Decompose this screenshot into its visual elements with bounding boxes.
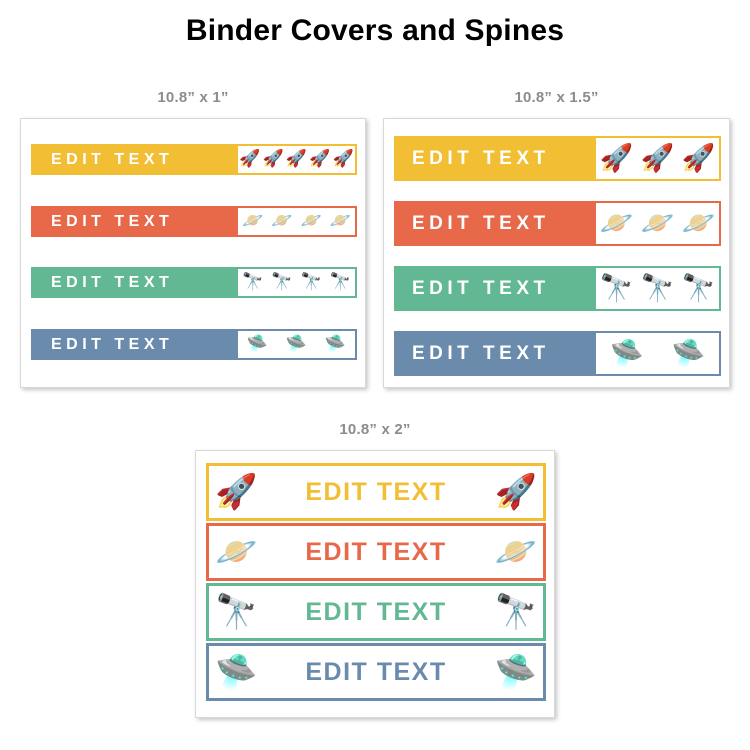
planet-icon: 🪐 (215, 532, 258, 572)
spine-text[interactable]: EDIT TEXT (305, 657, 447, 686)
size-label-1-5in: 10.8” x 1.5” (514, 89, 599, 106)
telescope-icon: 🔭 (329, 272, 351, 292)
size-label-1in: 10.8” x 1” (157, 89, 229, 106)
ufo-icon: 🛸 (494, 652, 537, 692)
ufo-icon: 🛸 (246, 334, 269, 354)
telescope-icon: 🔭 (599, 273, 634, 304)
planet-icon: 🪐 (640, 208, 675, 239)
rocket-icon: 🚀 (681, 143, 716, 174)
spine-text[interactable]: EDIT TEXT (396, 138, 596, 179)
planet-icon: 🪐 (494, 532, 537, 572)
spine-icon-strip: 🔭 🔭 🔭 🔭 (238, 269, 355, 296)
spine-text[interactable]: EDIT TEXT (33, 208, 238, 235)
telescope-icon: 🔭 (681, 273, 716, 304)
spine-row[interactable]: 🔭 EDIT TEXT 🔭 (206, 583, 546, 641)
binder-spine-sheet-2in[interactable]: 🚀 EDIT TEXT 🚀 🪐 EDIT TEXT 🪐 🔭 EDIT TEXT 🔭 🛸 EDIT T… (195, 450, 555, 718)
planet-icon: 🪐 (329, 211, 351, 231)
rocket-icon: 🚀 (285, 149, 308, 169)
spine-icon-strip: 🚀🚀🚀🚀🚀 (238, 146, 355, 173)
rocket-icon: 🚀 (599, 143, 634, 174)
ufo-icon: 🛸 (609, 338, 644, 369)
rocket-icon: 🚀 (262, 149, 284, 169)
spine-row[interactable]: EDIT TEXT🔭🔭🔭 (394, 266, 721, 311)
ufo-icon: 🛸 (671, 338, 706, 369)
planet-icon: 🪐 (300, 211, 322, 231)
spine-row[interactable]: 🪐 EDIT TEXT 🪐 (206, 523, 546, 581)
planet-icon: 🪐 (271, 211, 293, 231)
spine-text[interactable]: EDIT TEXT (305, 537, 447, 566)
spine-text[interactable]: EDIT TEXT (33, 269, 238, 296)
telescope-icon: 🔭 (300, 272, 322, 292)
rocket-icon: 🚀 (494, 472, 537, 512)
spine-row[interactable]: EDIT TEXT 🛸 🛸 🛸 (31, 329, 357, 360)
ufo-icon: 🛸 (215, 652, 258, 692)
ufo-icon: 🛸 (285, 334, 308, 354)
spine-text[interactable]: EDIT TEXT (305, 597, 447, 626)
telescope-icon: 🔭 (494, 592, 537, 632)
spine-row[interactable]: EDIT TEXT🔭🔭🔭🔭 (31, 267, 357, 298)
spine-icon-strip: 🛸🛸 (596, 333, 719, 374)
spine-row[interactable]: EDIT TEXT🛸🛸 (394, 331, 721, 376)
spine-icon-strip: 🪐🪐🪐 (596, 203, 719, 244)
spine-row[interactable]: EDIT TEXT🚀🚀🚀 (394, 136, 721, 181)
spine-icon-strip: 🛸 🛸 🛸 (238, 331, 355, 358)
planet-icon: 🪐 (681, 208, 716, 239)
spine-icon-strip: 🪐 🪐 🪐 🪐 (238, 208, 355, 235)
spine-text[interactable]: EDIT TEXT (396, 203, 596, 244)
binder-spine-sheet-1in[interactable]: EDIT TEXT🚀🚀🚀🚀🚀EDIT TEXT🪐🪐🪐🪐EDIT TEXT🔭🔭🔭🔭… (20, 118, 366, 388)
spine-row[interactable]: EDIT TEXT🚀🚀🚀🚀🚀 (31, 144, 357, 175)
planet-icon: 🪐 (242, 211, 264, 231)
rocket-icon: 🚀 (640, 143, 675, 174)
spine-icon-strip: 🚀🚀🚀 (596, 138, 719, 179)
telescope-icon: 🔭 (242, 272, 264, 292)
binder-spine-sheet-1-5in[interactable]: EDIT TEXT🚀🚀🚀EDIT TEXT🪐🪐🪐EDIT TEXT🔭🔭🔭EDIT… (383, 118, 730, 388)
telescope-icon: 🔭 (640, 273, 675, 304)
planet-icon: 🪐 (599, 208, 634, 239)
rocket-icon: 🚀 (309, 149, 331, 169)
spine-text[interactable]: EDIT TEXT (33, 146, 238, 173)
page-title: Binder Covers and Spines (185, 14, 565, 47)
spine-text[interactable]: EDIT TEXT (33, 331, 238, 358)
telescope-icon: 🔭 (215, 592, 258, 632)
spine-text[interactable]: EDIT TEXT (396, 333, 596, 374)
spine-icon-strip: 🔭🔭🔭 (596, 268, 719, 309)
rocket-icon: 🚀 (239, 149, 261, 169)
spine-row[interactable]: EDIT TEXT🪐🪐🪐 (394, 201, 721, 246)
ufo-icon: 🛸 (324, 334, 347, 354)
spine-row[interactable]: EDIT TEXT🪐🪐🪐🪐 (31, 206, 357, 237)
spine-row[interactable]: 🛸 EDIT TEXT 🛸 (206, 643, 546, 701)
rocket-icon: 🚀 (215, 472, 258, 512)
rocket-icon: 🚀 (332, 149, 354, 169)
spine-row[interactable]: 🚀 EDIT TEXT 🚀 (206, 463, 546, 521)
telescope-icon: 🔭 (271, 272, 293, 292)
size-label-2in: 10.8” x 2” (339, 421, 411, 438)
spine-text[interactable]: EDIT TEXT (305, 477, 447, 506)
spine-text[interactable]: EDIT TEXT (396, 268, 596, 309)
